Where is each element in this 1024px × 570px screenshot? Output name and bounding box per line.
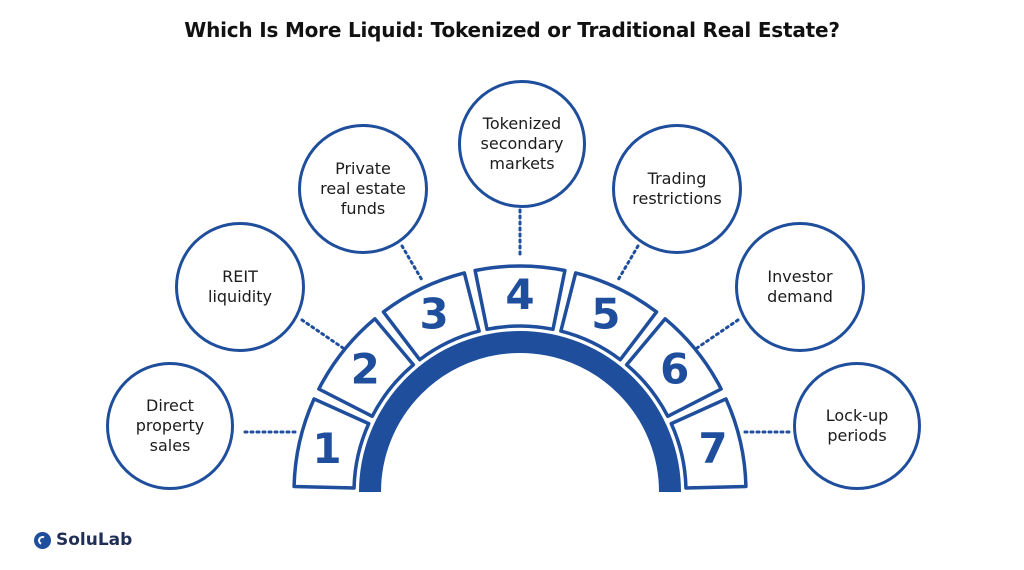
item-1-label: Direct property sales bbox=[106, 362, 234, 490]
arc-segment-number-5: 5 bbox=[591, 290, 620, 339]
page-title: Which Is More Liquid: Tokenized or Tradi… bbox=[184, 18, 840, 42]
item-3-label: Private real estate funds bbox=[298, 124, 428, 254]
item-6-label: Investor demand bbox=[735, 222, 865, 352]
solulab-logo: SoluLab bbox=[34, 530, 132, 550]
item-2-label: REIT liquidity bbox=[175, 222, 305, 352]
arc-segment-number-1: 1 bbox=[312, 424, 341, 473]
arc-segment-number-3: 3 bbox=[419, 290, 448, 339]
solulab-logo-icon bbox=[34, 531, 51, 549]
connector-3 bbox=[400, 244, 424, 282]
arc-segment-1 bbox=[292, 397, 371, 490]
arc-segment-2 bbox=[317, 317, 416, 419]
item-7-label: Lock-up periods bbox=[793, 362, 921, 490]
arc-inner-band bbox=[359, 331, 681, 493]
item-5-label: Trading restrictions bbox=[612, 124, 742, 254]
arc-segment-number-6: 6 bbox=[660, 345, 689, 394]
connector-2 bbox=[300, 318, 345, 350]
solulab-logo-text: SoluLab bbox=[56, 530, 133, 550]
connector-6 bbox=[695, 318, 740, 350]
connector-5 bbox=[616, 244, 640, 282]
arc-segment-5 bbox=[559, 271, 659, 362]
item-4-label: Tokenized secondary markets bbox=[458, 80, 586, 208]
arc-segment-4 bbox=[473, 264, 567, 332]
arc-segment-7 bbox=[669, 397, 748, 490]
arc-segment-number-2: 2 bbox=[351, 345, 380, 394]
arc-segment-3 bbox=[381, 271, 481, 362]
arc-segment-number-4: 4 bbox=[505, 270, 534, 319]
arc-segment-number-7: 7 bbox=[698, 424, 727, 473]
arc-segment-6 bbox=[624, 317, 723, 419]
